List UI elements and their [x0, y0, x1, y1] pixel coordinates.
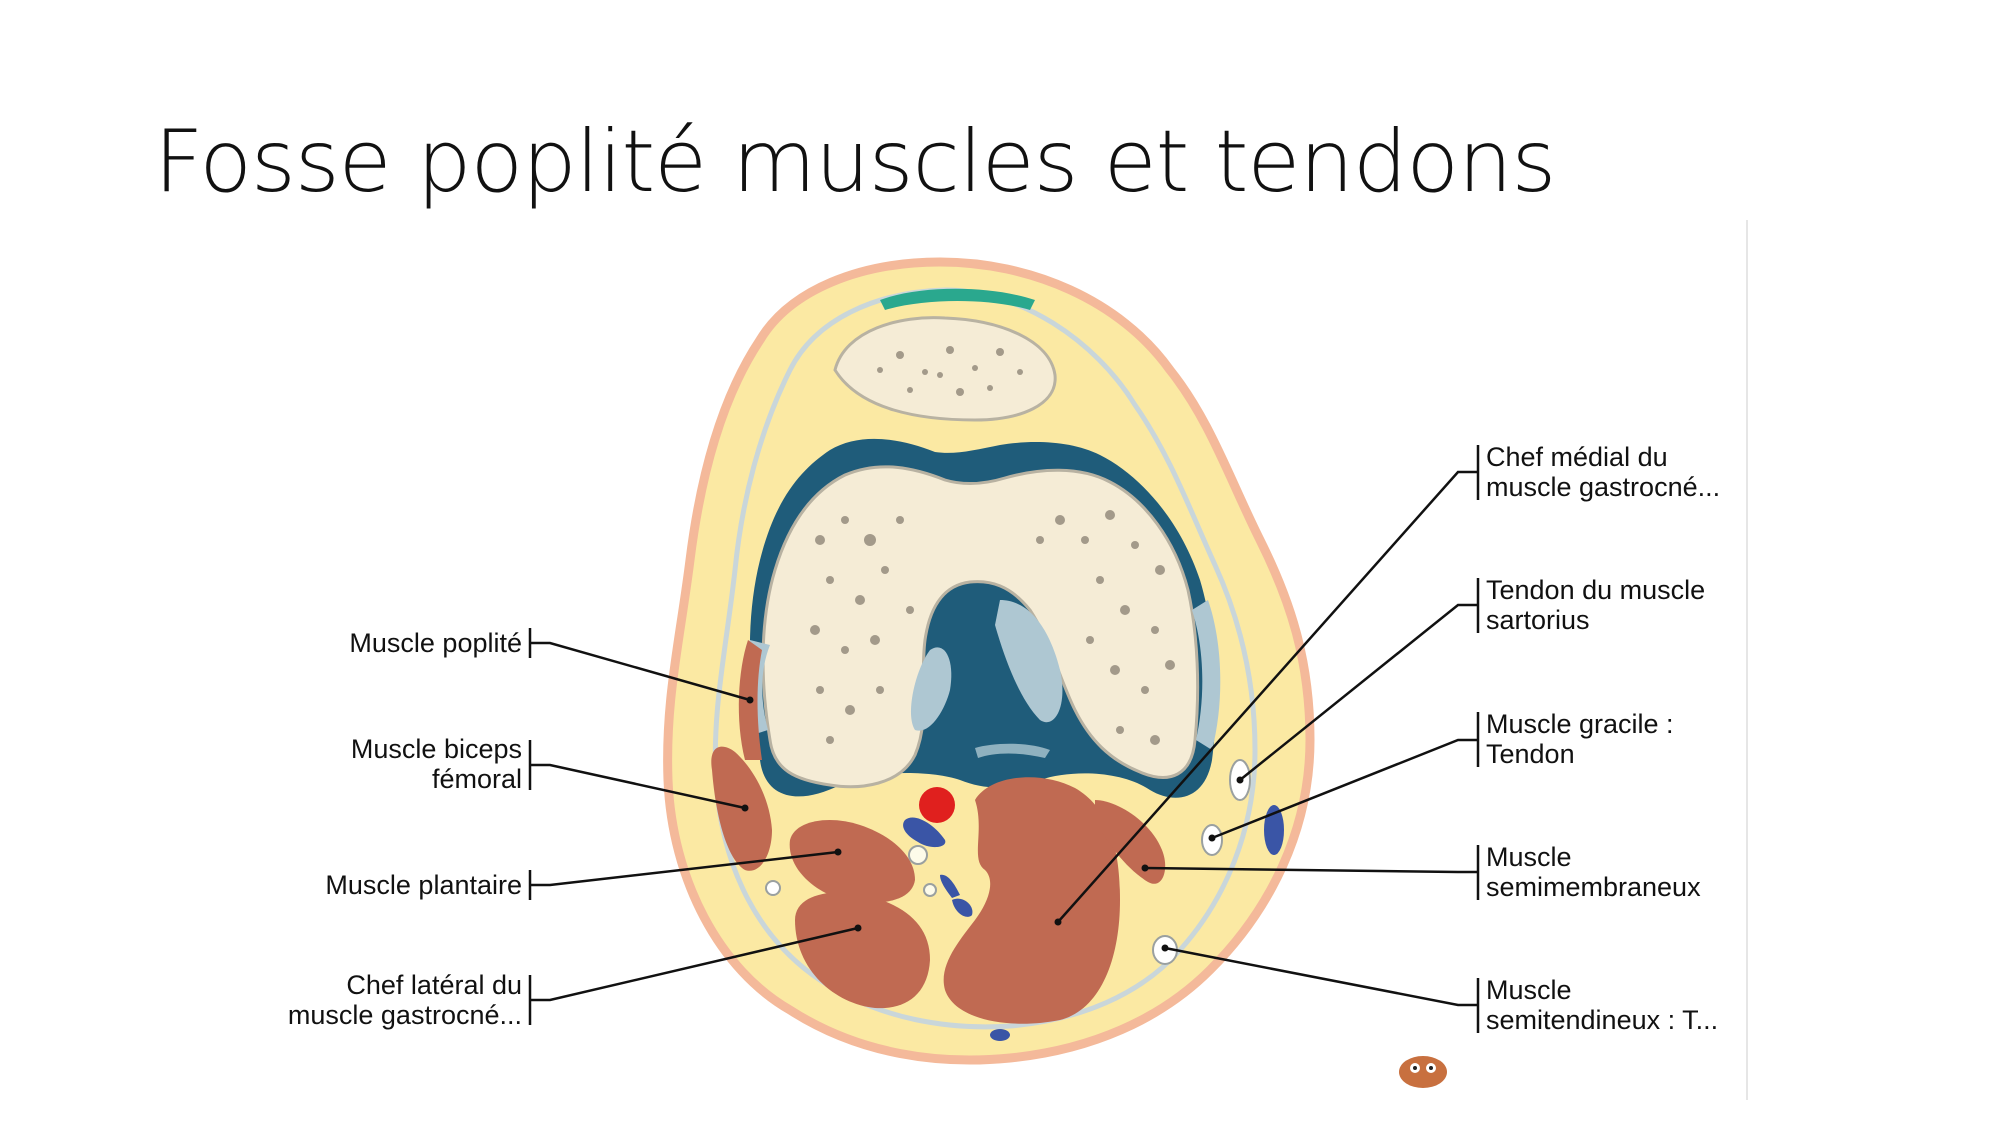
logo-icon — [1399, 1056, 1447, 1088]
label-popliteus: Muscle poplité — [349, 628, 522, 658]
leader-lines-left — [528, 628, 859, 1025]
small-saphenous-vein-1 — [940, 874, 960, 898]
femur-spots — [810, 510, 1175, 745]
patellar-tendon — [880, 288, 1035, 310]
label-semitendinosus: Muscle semitendineux : T... — [1486, 975, 1719, 1035]
nerve-1 — [908, 845, 928, 865]
fascia — [712, 287, 1258, 1030]
patella-spots — [877, 346, 1023, 396]
medial-gastrocnemius — [943, 777, 1120, 1024]
label-gastroc-medial: Chef médial du muscle gastrocné... — [1486, 442, 1721, 502]
cruciate-ligament-1 — [995, 600, 1063, 723]
great-saphenous-vein — [1264, 805, 1284, 855]
posterior-vein — [990, 1029, 1010, 1041]
cruciate-ligament-2 — [910, 647, 952, 731]
leader-dots-right — [1054, 776, 1244, 952]
label-plantaris: Muscle plantaire — [325, 870, 522, 900]
slide-title: Fosse poplité muscles et tendons — [154, 112, 1556, 212]
small-saphenous-vein-2 — [952, 898, 973, 917]
plantaris-muscle — [789, 820, 915, 903]
label-sartorius: Tendon du muscle sartorius — [1486, 575, 1706, 635]
popliteal-artery — [919, 787, 955, 823]
popliteal-vein — [903, 817, 946, 848]
patella — [833, 316, 1057, 422]
meniscus-post — [975, 743, 1050, 758]
lateral-gastrocnemius — [795, 892, 930, 1009]
label-gastroc-lateral: Chef latéral du muscle gastrocné... — [287, 970, 522, 1030]
label-semimembranosus: Muscle semimembraneux — [1486, 842, 1701, 902]
label-biceps-femoris: Muscle biceps fémoral — [350, 734, 522, 794]
leader-lines-right — [1057, 445, 1480, 1033]
label-gracilis: Muscle gracile : Tendon — [1486, 709, 1674, 769]
medial-meniscus — [1192, 600, 1221, 750]
nerve-2 — [923, 883, 937, 897]
leader-dots-left — [741, 696, 862, 932]
small-structure-lateral — [765, 880, 781, 896]
